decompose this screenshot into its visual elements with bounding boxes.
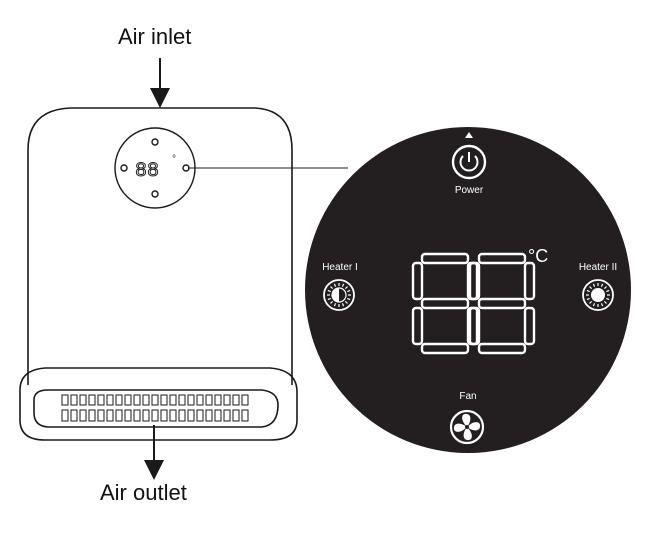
heater-1-label: Heater I xyxy=(322,262,358,273)
fan-label: Fan xyxy=(459,391,476,402)
grille-slat xyxy=(214,394,222,406)
grille-slat xyxy=(142,394,150,406)
grille-slat xyxy=(133,394,141,406)
grille-slat xyxy=(79,394,87,406)
display-segment xyxy=(411,306,424,346)
grille-slat xyxy=(142,409,150,422)
grille-slat xyxy=(115,409,123,422)
grille-slat xyxy=(97,394,105,406)
grille-slat xyxy=(178,409,186,422)
display-segment xyxy=(468,261,481,301)
grille-slat xyxy=(106,409,114,422)
grille-slat xyxy=(178,394,186,406)
heater-2-button[interactable] xyxy=(582,279,614,311)
unit-label: °C xyxy=(528,246,548,266)
heater-2-label: Heater II xyxy=(579,262,617,273)
air-inlet-label: Air inlet xyxy=(118,24,192,49)
grille-slat xyxy=(187,394,195,406)
grille-slat xyxy=(151,394,159,406)
grille-slat xyxy=(61,394,69,406)
grille-slat xyxy=(196,409,204,422)
grille-slat xyxy=(151,409,159,422)
fan-icon xyxy=(453,413,481,441)
grille-slat xyxy=(106,394,114,406)
grille-slat xyxy=(223,409,231,422)
power-icon xyxy=(459,152,479,172)
grille-slat xyxy=(88,409,96,422)
fan-button[interactable] xyxy=(449,409,485,445)
air-outlet-label: Air outlet xyxy=(100,480,187,505)
power-label: Power xyxy=(455,185,484,196)
grille-slat xyxy=(196,394,204,406)
heater-2-icon xyxy=(586,283,610,307)
display-segment xyxy=(477,342,527,355)
grille-slat xyxy=(214,409,222,422)
svg-text:°: ° xyxy=(172,154,176,165)
grille-slat xyxy=(124,394,132,406)
grille-slat xyxy=(70,409,78,422)
grille-slat xyxy=(187,409,195,422)
grille-slat xyxy=(124,409,132,422)
grille-slat xyxy=(160,394,168,406)
display-segment xyxy=(411,261,424,301)
display-segment xyxy=(420,342,470,355)
grille-slat xyxy=(79,409,87,422)
grille-slat xyxy=(205,409,213,422)
outlet-grille-outline xyxy=(33,389,279,428)
grille-slat xyxy=(205,394,213,406)
arrow-up-icon xyxy=(465,132,473,138)
grille-slat xyxy=(160,409,168,422)
grille-slat xyxy=(115,394,123,406)
display-segment xyxy=(523,306,536,346)
grille-slat xyxy=(241,394,249,406)
grille-slat xyxy=(169,409,177,422)
power-button[interactable] xyxy=(451,144,487,180)
outlet-grille xyxy=(61,394,249,422)
temperature-display xyxy=(411,252,536,355)
grille-slat xyxy=(133,409,141,422)
display-segment xyxy=(477,252,527,265)
grille-slat xyxy=(232,409,240,422)
grille-slat xyxy=(88,394,96,406)
grille-slat xyxy=(241,409,249,422)
display-segment xyxy=(523,261,536,301)
display-segment xyxy=(420,252,470,265)
heater-1-button[interactable] xyxy=(323,279,355,311)
small-display: 88 xyxy=(135,160,159,183)
grille-slat xyxy=(70,394,78,406)
heater-body xyxy=(19,107,298,441)
grille-slat xyxy=(97,409,105,422)
grille-slat xyxy=(169,394,177,406)
heater-1-icon xyxy=(327,283,351,307)
display-segment xyxy=(420,297,470,310)
display-segment xyxy=(477,297,527,310)
grille-slat xyxy=(232,394,240,406)
grille-slat xyxy=(61,409,69,422)
display-segment xyxy=(468,306,481,346)
grille-slat xyxy=(223,394,231,406)
